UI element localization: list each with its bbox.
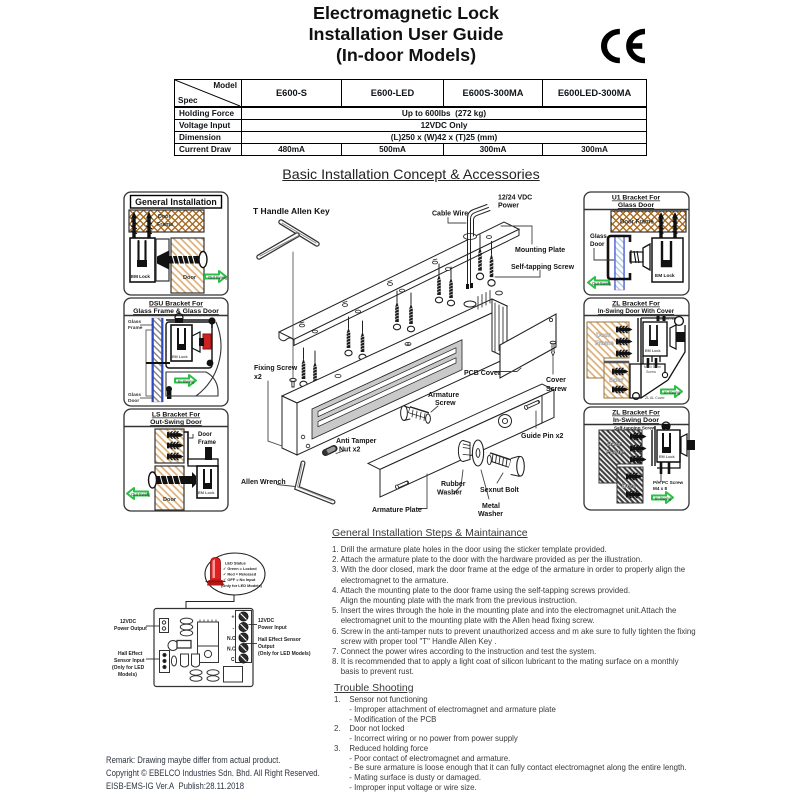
svg-text:Out Swing: Out Swing <box>131 492 151 497</box>
svg-text:N.O: N.O <box>227 636 236 642</box>
svg-text:Power Input: Power Input <box>258 625 287 631</box>
svg-text:M4 x 8: M4 x 8 <box>653 486 667 491</box>
svg-text:Washer: Washer <box>437 490 462 497</box>
svg-text:Output: Output <box>258 644 275 650</box>
svg-text:(Only for LED Models): (Only for LED Models) <box>221 583 263 588</box>
svg-text:Door: Door <box>609 377 624 384</box>
svg-text:Mounting Plate: Mounting Plate <box>515 247 565 254</box>
svg-text:Cover: Cover <box>546 377 566 384</box>
svg-text:M4 x 5mm: M4 x 5mm <box>644 365 661 369</box>
svg-text:EM Lock: EM Lock <box>645 349 662 353</box>
svg-text:Sexnut Bolt: Sexnut Bolt <box>480 487 520 494</box>
svg-text:Door: Door <box>607 441 622 448</box>
svg-text:Models): Models) <box>118 672 137 678</box>
svg-text:In-Swing: In-Swing <box>178 379 195 384</box>
svg-text:Self-tapping Screw: Self-tapping Screw <box>511 264 575 271</box>
svg-text:Door: Door <box>590 241 605 248</box>
svg-text:Door: Door <box>596 332 611 339</box>
svg-text:Door Frame: Door Frame <box>620 220 654 226</box>
svg-text:Screw: Screw <box>435 400 456 407</box>
svg-text:Power Output: Power Output <box>114 626 147 632</box>
svg-text:Out Swing: Out Swing <box>592 281 612 286</box>
svg-text:Washer: Washer <box>478 511 503 518</box>
svg-text:In-Swing: In-Swing <box>655 496 672 501</box>
svg-text:Glass: Glass <box>128 392 141 398</box>
svg-text:Hall Effect Sensor: Hall Effect Sensor <box>258 637 301 643</box>
svg-text:Hall Effect: Hall Effect <box>118 651 143 657</box>
svg-text:✓ Red = Released: ✓ Red = Released <box>223 572 257 577</box>
svg-text:Screw: Screw <box>646 370 656 374</box>
svg-text:Door: Door <box>622 483 637 490</box>
svg-text:12VDC: 12VDC <box>258 618 275 624</box>
svg-text:✓ Green = Locked: ✓ Green = Locked <box>223 566 257 571</box>
svg-text:PCB Cover: PCB Cover <box>464 370 501 377</box>
svg-text:x2: x2 <box>254 374 262 381</box>
svg-text:12VDC: 12VDC <box>120 619 137 625</box>
svg-text:Anti Tamper: Anti Tamper <box>336 438 377 445</box>
svg-text:Allen Wrench: Allen Wrench <box>241 479 286 486</box>
svg-text:Rubber: Rubber <box>441 481 466 488</box>
svg-text:EM Lock: EM Lock <box>172 355 189 359</box>
svg-text:Cable Wire: Cable Wire <box>432 211 468 218</box>
svg-text:LS Bracket For: LS Bracket For <box>152 412 201 419</box>
svg-text:Glass Door: Glass Door <box>618 202 655 209</box>
svg-text:Door: Door <box>163 497 177 503</box>
svg-text:Frame: Frame <box>595 340 614 347</box>
svg-text:Glass: Glass <box>128 319 141 325</box>
svg-text:General Installation: General Installation <box>135 197 217 207</box>
svg-text:Armature Plate: Armature Plate <box>372 507 422 514</box>
svg-text:Door: Door <box>183 275 197 281</box>
svg-text:N.C: N.C <box>227 647 236 653</box>
svg-text:Glass: Glass <box>590 233 607 240</box>
svg-text:(Only for LED: (Only for LED <box>112 665 145 671</box>
svg-text:Out Swing: Out Swing <box>208 275 228 280</box>
svg-text:Door: Door <box>158 214 171 220</box>
svg-text:ZL Bracket For: ZL Bracket For <box>612 301 660 308</box>
svg-text:P/H PC Screw: P/H PC Screw <box>653 480 684 485</box>
svg-text:Guide Pin x2: Guide Pin x2 <box>521 433 564 440</box>
svg-text:C: C <box>231 657 235 663</box>
svg-text:U1 Bracket For: U1 Bracket For <box>612 195 661 202</box>
svg-text:EM Lock: EM Lock <box>655 273 675 279</box>
svg-text:Self-tapping Screw: Self-tapping Screw <box>614 426 656 431</box>
svg-text:In-Swing Door: In-Swing Door <box>613 417 659 424</box>
svg-text:Nut x2: Nut x2 <box>339 447 361 454</box>
svg-text:12/24 VDC: 12/24 VDC <box>498 195 532 202</box>
svg-text:Frame: Frame <box>606 449 625 456</box>
svg-text:ZL Bracket For: ZL Bracket For <box>612 410 660 417</box>
svg-text:LED Status: LED Status <box>225 561 246 566</box>
svg-text:Door: Door <box>128 398 139 404</box>
svg-text:Sensor Input: Sensor Input <box>114 658 145 664</box>
svg-text:Glass Frame & Glass Door: Glass Frame & Glass Door <box>133 308 219 315</box>
svg-text:EM Lock: EM Lock <box>659 455 676 459</box>
svg-text:Armature: Armature <box>428 392 459 399</box>
svg-text:(Only for LED Models): (Only for LED Models) <box>258 651 311 657</box>
svg-text:ZL AL Cover: ZL AL Cover <box>645 396 666 400</box>
svg-text:Frame: Frame <box>157 222 173 228</box>
svg-text:C6L M4 nut: C6L M4 nut <box>657 317 675 321</box>
svg-text:DSU Bracket For: DSU Bracket For <box>149 301 203 308</box>
svg-text:In-Swing: In-Swing <box>664 390 681 395</box>
svg-text:Power: Power <box>498 203 519 210</box>
svg-text:+: + <box>232 615 235 621</box>
svg-text:Out-Swing Door: Out-Swing Door <box>150 419 202 426</box>
svg-text:Frame: Frame <box>198 440 217 446</box>
svg-text:-: - <box>233 626 235 632</box>
svg-text:Fixing Screw: Fixing Screw <box>254 365 298 372</box>
svg-text:✓ OFF = No Input: ✓ OFF = No Input <box>223 577 256 582</box>
svg-text:Screw: Screw <box>546 386 567 393</box>
svg-text:Door: Door <box>198 432 213 438</box>
svg-text:Frame: Frame <box>128 325 143 331</box>
svg-text:In-Swing Door With Cover: In-Swing Door With Cover <box>598 308 675 315</box>
svg-text:EM Lock: EM Lock <box>198 490 215 495</box>
svg-text:T Handle Allen Key: T Handle Allen Key <box>253 206 330 216</box>
svg-text:Metal: Metal <box>482 503 500 510</box>
svg-text:EM Lock: EM Lock <box>131 274 150 279</box>
